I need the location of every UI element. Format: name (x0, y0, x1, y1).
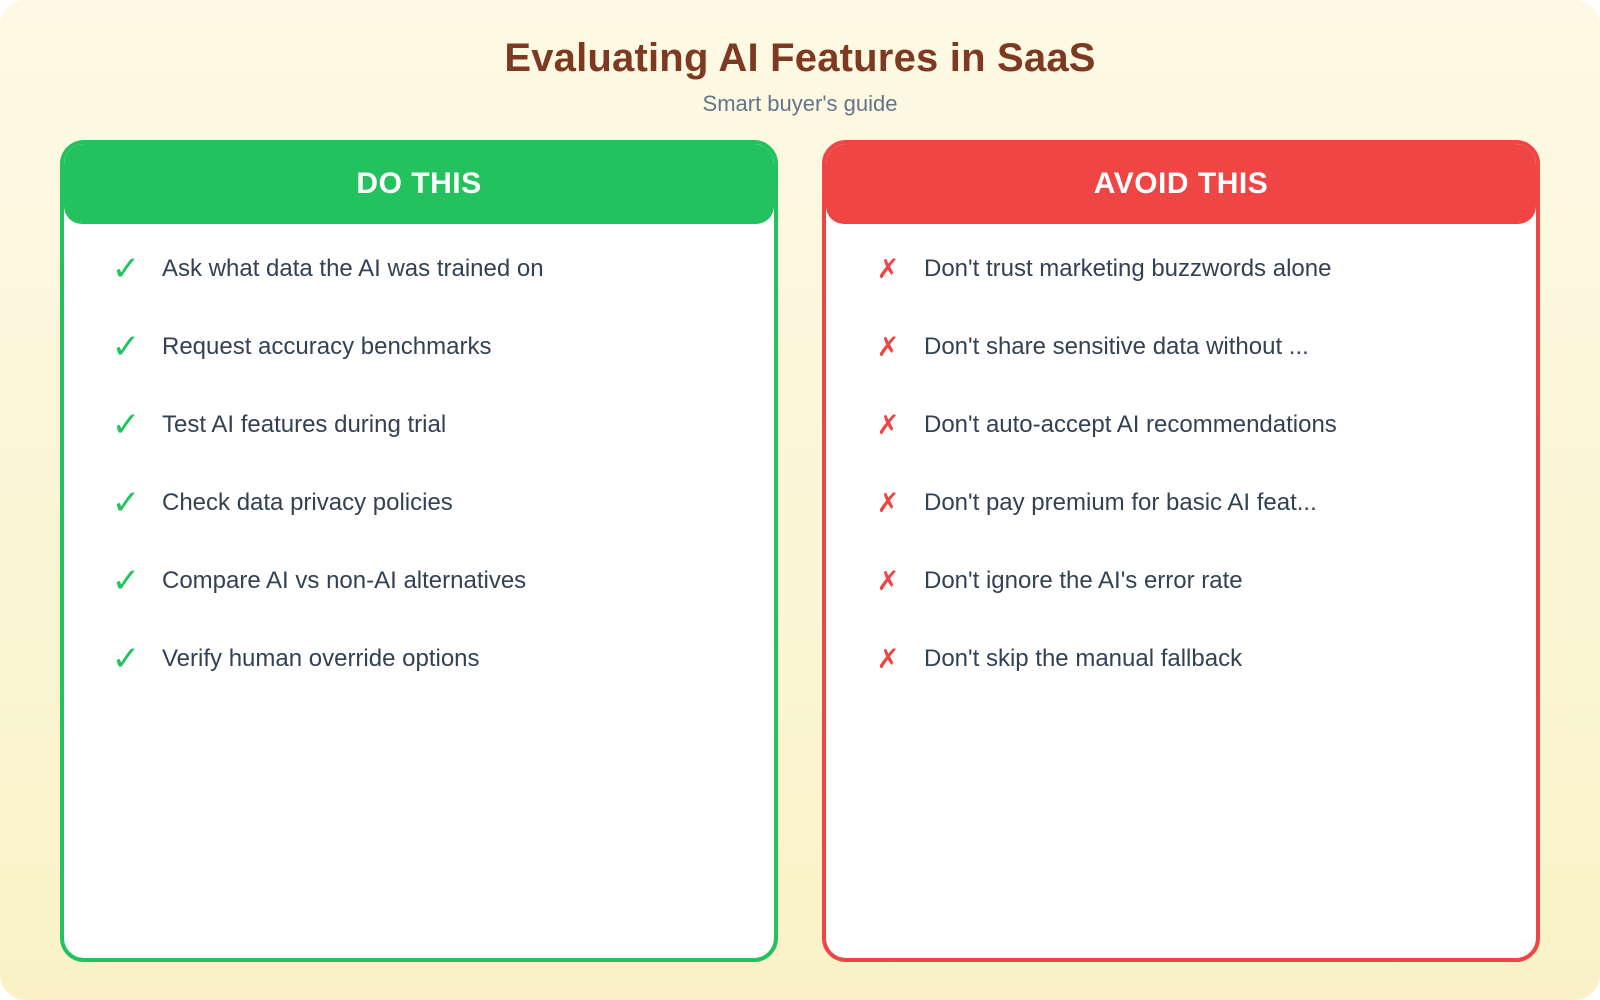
list-item: ✗ Don't skip the manual fallback (872, 620, 1512, 698)
check-icon: ✓ (111, 406, 141, 444)
avoid-this-header: AVOID THIS (826, 144, 1536, 224)
cross-icon: ✗ (876, 643, 900, 674)
list-item: ✓ Check data privacy policies (110, 464, 750, 542)
list-item-text: Test AI features during trial (162, 411, 447, 438)
cross-icon: ✗ (876, 331, 900, 362)
list-item-text: Request accuracy benchmarks (162, 333, 492, 360)
list-item-text: Don't auto-accept AI recommendations (924, 411, 1337, 438)
page-title: Evaluating AI Features in SaaS (504, 36, 1096, 80)
list-item: ✗ Don't ignore the AI's error rate (872, 542, 1512, 620)
check-icon: ✓ (111, 250, 141, 288)
list-item: ✗ Don't auto-accept AI recommendations (872, 386, 1512, 464)
list-item-text: Don't ignore the AI's error rate (924, 567, 1243, 594)
do-this-panel: DO THIS ✓ Ask what data the AI was traine… (60, 140, 778, 962)
cross-icon: ✗ (876, 565, 900, 596)
comparison-columns: DO THIS ✓ Ask what data the AI was traine… (60, 140, 1540, 962)
avoid-this-panel: AVOID THIS ✗ Don't trust marketing buzzwo… (822, 140, 1540, 962)
do-this-header: DO THIS (64, 144, 774, 224)
list-item: ✓ Request accuracy benchmarks (110, 308, 750, 386)
list-item: ✗ Don't share sensitive data without ... (872, 308, 1512, 386)
list-item: ✓ Ask what data the AI was trained on (110, 230, 750, 308)
avoid-this-list: ✗ Don't trust marketing buzzwords alone ✗ D… (826, 224, 1536, 698)
page-subtitle: Smart buyer's guide (702, 91, 898, 116)
list-item-text: Check data privacy policies (162, 489, 453, 516)
check-icon: ✓ (111, 640, 141, 678)
list-item-text: Verify human override options (162, 645, 480, 672)
list-item-text: Don't pay premium for basic AI feat... (924, 489, 1317, 516)
check-icon: ✓ (111, 484, 141, 522)
list-item-text: Don't share sensitive data without ... (924, 333, 1309, 360)
list-item: ✗ Don't pay premium for basic AI feat... (872, 464, 1512, 542)
list-item: ✓ Verify human override options (110, 620, 750, 698)
cross-icon: ✗ (876, 253, 900, 284)
cross-icon: ✗ (876, 409, 900, 440)
list-item: ✓ Test AI features during trial (110, 386, 750, 464)
cross-icon: ✗ (876, 487, 900, 518)
list-item-text: Don't trust marketing buzzwords alone (924, 255, 1332, 282)
do-this-list: ✓ Ask what data the AI was trained on ✓ Req… (64, 224, 774, 698)
list-item: ✗ Don't trust marketing buzzwords alone (872, 230, 1512, 308)
check-icon: ✓ (111, 562, 141, 600)
page-header: Evaluating AI Features in SaaS Smart buy… (0, 0, 1600, 117)
list-item-text: Ask what data the AI was trained on (162, 255, 544, 282)
list-item-text: Don't skip the manual fallback (924, 645, 1243, 672)
list-item: ✓ Compare AI vs non-AI alternatives (110, 542, 750, 620)
list-item-text: Compare AI vs non-AI alternatives (162, 567, 527, 594)
check-icon: ✓ (111, 328, 141, 366)
